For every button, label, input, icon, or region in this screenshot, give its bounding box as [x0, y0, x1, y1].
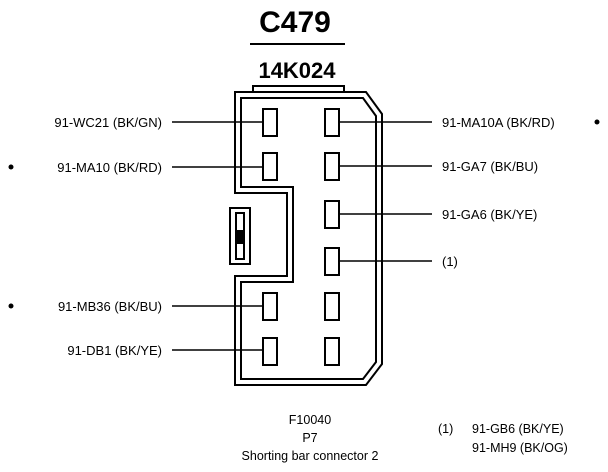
connector-id: C479 — [259, 6, 331, 39]
right-wires — [339, 121, 432, 262]
caption-code: F10040 — [289, 413, 331, 427]
cavity-left-3 — [262, 292, 278, 321]
terminal-cavities — [262, 108, 340, 366]
connector-housing — [229, 85, 383, 386]
wire-label-left-1: 91-WC21 (BK/GN) — [54, 115, 162, 130]
cavity-left-4 — [262, 337, 278, 366]
wire-label-left-4: 91-DB1 (BK/YE) — [67, 343, 162, 358]
dot-marker-left-ma10 — [8, 164, 14, 170]
footnote-line-1: 91-GB6 (BK/YE) — [472, 422, 564, 436]
wire-label-left-3: 91-MB36 (BK/BU) — [58, 299, 162, 314]
footnote-marker: (1) — [438, 422, 453, 436]
part-number: 14K024 — [258, 58, 336, 83]
cavity-right-6 — [324, 337, 340, 366]
caption-name: Shorting bar connector 2 — [242, 449, 379, 463]
cavity-right-1 — [324, 108, 340, 137]
cavity-right-3 — [324, 200, 340, 229]
left-wires — [172, 121, 263, 351]
caption-position: P7 — [302, 431, 317, 445]
cavity-right-2 — [324, 152, 340, 181]
footnote-line-2: 91-MH9 (BK/OG) — [472, 441, 568, 455]
cavity-left-2 — [262, 152, 278, 181]
wire-label-right-3: 91-GA6 (BK/YE) — [442, 207, 537, 222]
dot-marker-right-ma10a — [594, 119, 600, 125]
wire-label-right-1: 91-MA10A (BK/RD) — [442, 115, 555, 130]
cavity-right-5 — [324, 292, 340, 321]
dot-marker-left-mb36 — [8, 303, 14, 309]
wire-label-left-2: 91-MA10 (BK/RD) — [57, 160, 162, 175]
latch-marker — [236, 230, 244, 244]
cavity-right-4 — [324, 247, 340, 276]
wire-label-right-4: (1) — [442, 254, 458, 269]
cavity-left-1 — [262, 108, 278, 137]
wire-label-right-2: 91-GA7 (BK/BU) — [442, 159, 538, 174]
